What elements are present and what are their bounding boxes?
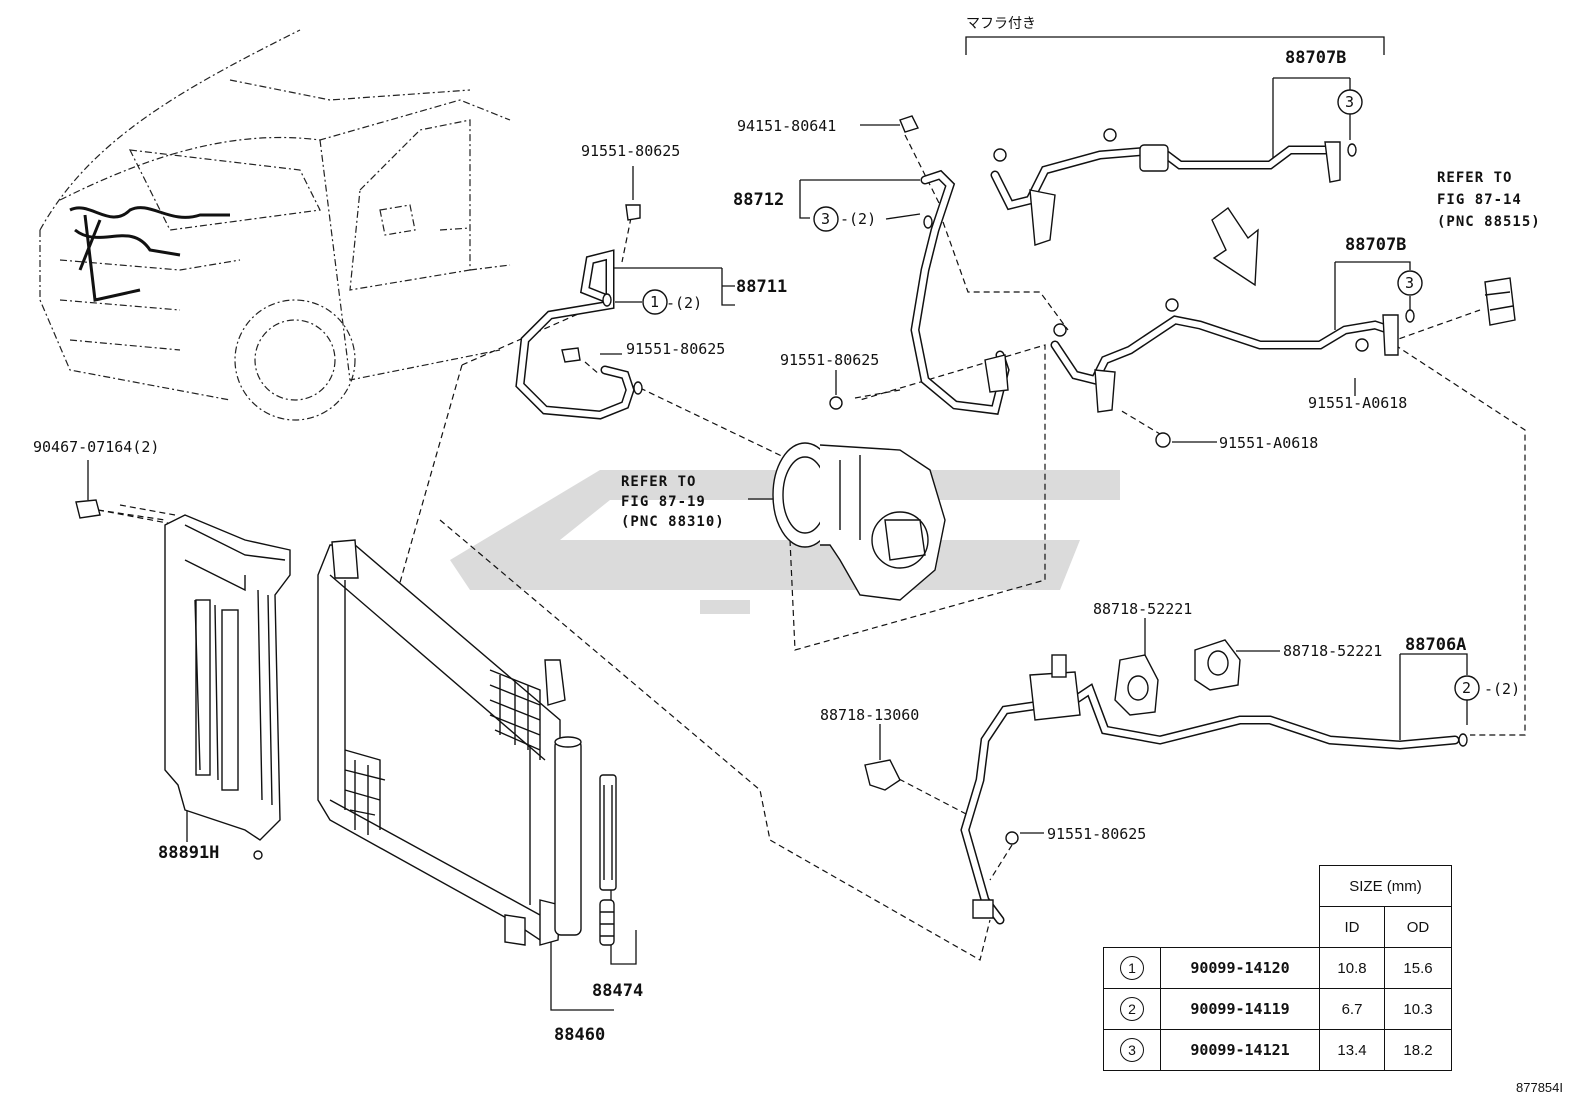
muffler-note: マフラ付き [966,16,1036,32]
refer-fig-87-19-line2: FIG 87-19 [621,494,706,510]
label-88718-13060: 88718-13060 [820,706,919,724]
svg-text:3: 3 [1345,93,1354,111]
row-od: 18.2 [1384,1029,1452,1071]
refer-fig-87-19-line3: (PNC 88310) [621,514,725,530]
refer-fig-87-14-line2: FIG 87-14 [1437,192,1522,208]
pipe-clamp-88718-52221-a [1114,654,1159,716]
row-id: 10.8 [1319,947,1385,989]
label-88460: 88460 [554,1025,605,1045]
label-88706a: 88706A [1405,635,1466,655]
label-91551-80625-low: 91551-80625 [1047,825,1146,843]
label-91551-a0618-center: 91551-A0618 [1219,434,1318,452]
arrow-down-right-icon [1211,206,1259,287]
label-91551-a0618-right: 91551-A0618 [1308,394,1407,412]
label-91551-80625-top: 91551-80625 [581,142,680,160]
refer-fig-87-14-line1: REFER TO [1437,170,1512,186]
dryer-cartridge-88474 [599,774,617,946]
qty-o-ring-2: -(2) [1484,680,1520,698]
col-id-header: ID [1319,906,1385,948]
qty-o-ring-3-88712: -(2) [840,210,876,228]
o-ring-3-marker-upper: 3 [1337,89,1363,115]
row-mark: 3 [1120,1038,1144,1062]
o-ring-markers: 3 3 3 1 2 [642,89,1480,701]
refer-fig-87-14-line3: (PNC 88515) [1437,214,1541,230]
o-ring-3-marker-88712: 3 [813,206,839,232]
liquid-pipe-88706a [960,654,1468,925]
discharge-hose-88712 [829,115,1010,415]
label-88712: 88712 [733,190,784,210]
o-ring-3-marker-lower: 3 [1397,270,1423,296]
condenser-core-grid [344,669,541,835]
label-88474: 88474 [592,981,643,1001]
label-90467-07164: 90467-07164(2) [33,438,159,456]
label-91551-80625-compressor: 91551-80625 [780,351,879,369]
figure-number: 877854I [1516,1080,1563,1095]
vehicle-outline-illustration [39,29,511,421]
pipe-clamp-88718-52221-b [1194,639,1241,691]
label-88718-52221-right: 88718-52221 [1283,642,1382,660]
row-mark: 2 [1120,997,1144,1021]
label-88707b-upper: 88707B [1285,48,1346,68]
svg-text:2: 2 [1462,679,1471,697]
suction-hose-88707b-lower [1050,298,1415,448]
table-row: 1 90099-14120 10.8 15.6 [1103,947,1452,989]
row-od: 15.6 [1384,947,1452,989]
label-94151-80641: 94151-80641 [737,117,836,135]
row-od: 10.3 [1384,988,1452,1030]
label-88707b-lower: 88707B [1345,235,1406,255]
row-part-number: 90099-14120 [1160,947,1320,989]
pipe-clamp-88718-13060 [864,759,901,791]
svg-text:3: 3 [821,210,830,228]
size-header: SIZE (mm) [1319,865,1452,907]
refer-fig-87-19-line1: REFER TO [621,474,696,490]
label-91551-80625-mid: 91551-80625 [626,340,725,358]
label-88718-52221-left: 88718-52221 [1093,600,1192,618]
o-ring-1-marker: 1 [642,289,668,315]
table-row: 3 90099-14121 13.4 18.2 [1103,1029,1452,1071]
clip-90467 [75,499,101,519]
row-id: 6.7 [1319,988,1385,1030]
row-part-number: 90099-14121 [1160,1029,1320,1071]
callout-labels: マフラ付き 88707B 88707B 94151-80641 88712 -(… [33,16,1541,1045]
o-ring-size-table: SIZE (mm) ID OD 1 90099-14120 10.8 15.6 … [1103,865,1452,1071]
table-row: 2 90099-14119 6.7 10.3 [1103,988,1452,1030]
hose-88711 [515,204,643,420]
col-od-header: OD [1384,906,1452,948]
row-mark: 1 [1120,956,1144,980]
watermark-logo [450,470,1120,614]
compressor [772,442,946,601]
row-id: 13.4 [1319,1029,1385,1071]
svg-text:3: 3 [1405,274,1414,292]
suction-hose-88707b-upper [990,128,1357,246]
row-part-number: 90099-14119 [1160,988,1320,1030]
label-88711: 88711 [736,277,787,297]
expansion-valve [1484,277,1516,326]
condenser-88460 [317,539,582,946]
qty-o-ring-1: -(2) [666,294,702,312]
condenser-duct-88891h [164,514,291,860]
o-ring-2-marker: 2 [1454,675,1480,701]
label-88891h: 88891H [158,843,219,863]
svg-text:1: 1 [650,293,659,311]
